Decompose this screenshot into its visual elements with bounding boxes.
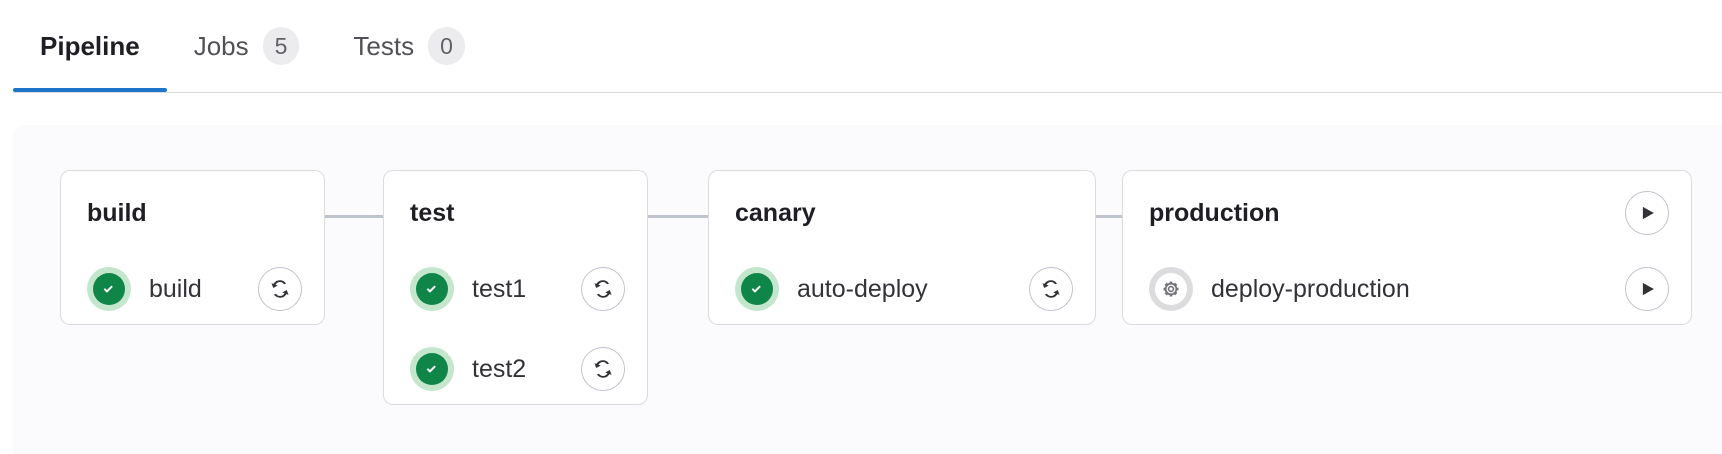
job-row-test2[interactable]: test2 — [384, 341, 647, 397]
stage-name-test: test — [410, 198, 455, 227]
job-row-build[interactable]: build — [61, 261, 324, 317]
connector-test-canary — [648, 215, 708, 218]
tab-list: Pipeline Jobs 5 Tests 0 — [13, 0, 492, 92]
stage-name-canary: canary — [735, 198, 816, 227]
tab-active-underline — [13, 88, 167, 92]
play-icon — [1642, 282, 1654, 296]
retry-icon — [271, 280, 289, 298]
status-success-icon — [735, 267, 779, 311]
play-icon — [1642, 206, 1654, 220]
tab-tests[interactable]: Tests 0 — [326, 0, 491, 92]
connector-build-test — [325, 215, 385, 218]
status-success-icon — [87, 267, 131, 311]
stage-header-canary: canary — [709, 191, 1095, 235]
tab-jobs-label: Jobs — [193, 31, 249, 61]
stage-card-canary[interactable]: canary auto-deploy — [708, 170, 1096, 325]
retry-icon — [594, 360, 612, 378]
retry-icon — [594, 280, 612, 298]
job-list-test: test1 test2 — [384, 261, 647, 397]
job-name-auto-deploy: auto-deploy — [797, 274, 928, 303]
status-success-icon — [410, 347, 454, 391]
play-icon-button-deploy-production[interactable] — [1625, 267, 1669, 311]
stage-name-build: build — [87, 198, 147, 227]
tab-tests-count-badge: 0 — [428, 27, 465, 65]
status-success-icon — [410, 267, 454, 311]
retry-icon-button-test1[interactable] — [581, 267, 625, 311]
stage-card-build[interactable]: build build — [60, 170, 325, 325]
tab-tests-label: Tests — [353, 31, 415, 61]
tab-jobs[interactable]: Jobs 5 — [167, 0, 327, 92]
job-list-build: build — [61, 261, 324, 317]
stage-name-production: production — [1149, 198, 1280, 227]
stage-header-build: build — [61, 191, 324, 235]
retry-icon — [1042, 280, 1060, 298]
job-list-production: deploy-production — [1123, 261, 1691, 317]
stage-card-production[interactable]: production deploy-production — [1122, 170, 1692, 325]
retry-icon-button-build[interactable] — [258, 267, 302, 311]
tab-jobs-count-badge: 5 — [262, 27, 300, 65]
job-row-test1[interactable]: test1 — [384, 261, 647, 317]
stage-card-test[interactable]: test test1 — [383, 170, 648, 405]
stage-header-production: production — [1123, 191, 1691, 235]
job-row-deploy-production[interactable]: deploy-production — [1123, 261, 1691, 317]
status-manual-gear-icon — [1149, 267, 1193, 311]
pipeline-graph-panel: build build — [13, 125, 1722, 454]
play-icon-button-stage-production[interactable] — [1625, 191, 1669, 235]
job-name-test1: test1 — [472, 274, 527, 303]
job-row-auto-deploy[interactable]: auto-deploy — [709, 261, 1095, 317]
job-name-build: build — [149, 274, 202, 303]
tabbar-divider — [13, 92, 1722, 93]
gear-icon — [1163, 281, 1179, 297]
tab-pipeline[interactable]: Pipeline — [13, 0, 167, 92]
job-name-test2: test2 — [472, 354, 527, 383]
job-list-canary: auto-deploy — [709, 261, 1095, 317]
retry-icon-button-auto-deploy[interactable] — [1029, 267, 1073, 311]
tab-pipeline-label: Pipeline — [40, 31, 140, 61]
retry-icon-button-test2[interactable] — [581, 347, 625, 391]
pipeline-tabbar: Pipeline Jobs 5 Tests 0 — [0, 0, 1722, 93]
job-name-deploy-production: deploy-production — [1211, 274, 1410, 303]
stage-header-test: test — [384, 191, 647, 235]
